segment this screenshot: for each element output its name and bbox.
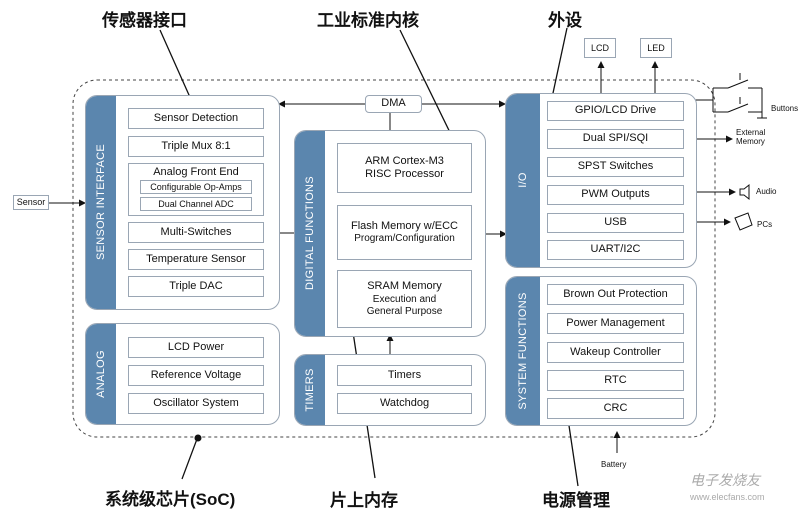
annotation-power-management: 电源管理 [542,491,610,510]
rtc-box: RTC [547,370,684,391]
timers-band [295,355,325,425]
annotation-peripherals: 外设 [548,11,582,30]
annotation-onchip-memory: 片上内存 [330,491,398,510]
pwm-outputs-box: PWM Outputs [547,185,684,205]
power-management-box: Power Management [547,313,684,334]
sensor-detection-box: Sensor Detection [128,108,264,129]
cpu-line-1: ARM Cortex-M3 [365,154,444,167]
io-band [506,94,540,267]
triple-mux-box: Triple Mux 8:1 [128,136,264,157]
configurable-op-amps-box: Configurable Op-Amps [140,180,252,194]
sensor-interface-label: SENSOR INTERFACE [95,143,107,261]
afe-title: Analog Front End [153,166,239,178]
analog-band [86,324,116,424]
watermark: 电子发烧友 [690,472,760,488]
system-functions-band [506,277,540,425]
annotation-sensor-interface: 传感器接口 [102,11,187,30]
digital-functions-band [295,131,325,336]
temperature-sensor-box: Temperature Sensor [128,249,264,270]
gpio-lcd-drive-box: GPIO/LCD Drive [547,101,684,121]
cpu-line-2: RISC Processor [365,168,444,180]
annotation-core: 工业标准内核 [317,11,419,30]
sram-line-1: SRAM Memory [367,280,442,293]
sensor-interface-band [86,96,116,309]
wakeup-controller-box: Wakeup Controller [547,342,684,363]
analog-label: ANALOG [95,350,107,398]
multi-switches-box: Multi-Switches [128,222,264,243]
reference-voltage-box: Reference Voltage [128,365,264,386]
flash-line-1: Flash Memory w/ECC [351,219,458,232]
dma-box: DMA [365,95,422,113]
ext-memory-label-2: Memory [736,137,765,146]
timers-label: TIMERS [304,368,316,412]
arm-cortex-box: ARM Cortex-M3 RISC Processor [337,143,472,193]
brown-out-protection-box: Brown Out Protection [547,284,684,305]
led-box: LED [640,38,672,58]
flash-memory-box: Flash Memory w/ECC Program/Configuration [337,205,472,260]
watermark-url: www.elecfans.com [690,492,765,502]
timers-box: Timers [337,365,472,386]
sram-line-3: General Purpose [366,305,443,317]
watchdog-box: Watchdog [337,393,472,414]
uart-i2c-box: UART/I2C [547,240,684,260]
spst-switches-box: SPST Switches [547,157,684,177]
battery-label: Battery [601,460,627,469]
triple-dac-box: Triple DAC [128,276,264,297]
soc-outline [72,79,716,438]
oscillator-system-box: Oscillator System [128,393,264,414]
sensor-box: Sensor [13,195,49,210]
dual-spi-sqi-box: Dual SPI/SQI [547,129,684,149]
annotation-soc: 系统级芯片(SoC) [105,490,236,509]
audio-label: Audio [756,187,777,196]
pcs-label: PCs [757,220,773,229]
usb-box: USB [547,213,684,233]
io-block: I/O [505,93,697,268]
dual-channel-adc-box: Dual Channel ADC [140,197,252,211]
ext-memory-label-1: External [736,128,766,137]
sram-memory-box: SRAM Memory Execution and General Purpos… [337,270,472,328]
lcd-box: LCD [584,38,616,58]
buttons-label: Buttons [771,104,799,113]
lcd-power-box: LCD Power [128,337,264,358]
flash-line-2: Program/Configuration [354,233,455,245]
digital-functions-label: DIGITAL FUNCTIONS [304,176,316,290]
sram-line-2: Execution and [372,293,437,305]
system-functions-label: SYSTEM FUNCTIONS [517,292,529,410]
io-label: I/O [517,172,529,188]
crc-box: CRC [547,398,684,419]
